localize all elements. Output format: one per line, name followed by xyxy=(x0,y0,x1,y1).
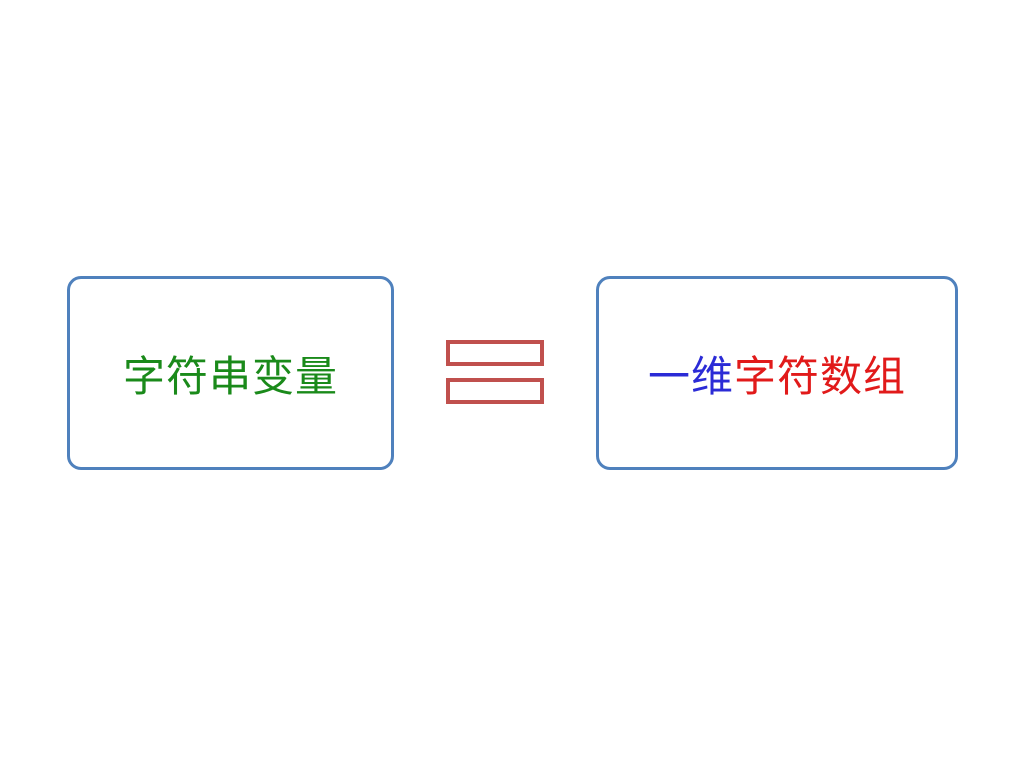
char-array-label: 字符数组 xyxy=(734,351,907,401)
string-variable-label: 字符串变量 xyxy=(122,351,338,401)
equals-top-bar xyxy=(446,340,544,366)
char-array-box: 一维字符数组 xyxy=(596,276,958,470)
equals-sign-icon xyxy=(446,340,544,406)
one-dimensional-label: 一维 xyxy=(647,351,734,401)
string-variable-box: 字符串变量 xyxy=(67,276,394,470)
equals-bottom-bar xyxy=(446,378,544,404)
